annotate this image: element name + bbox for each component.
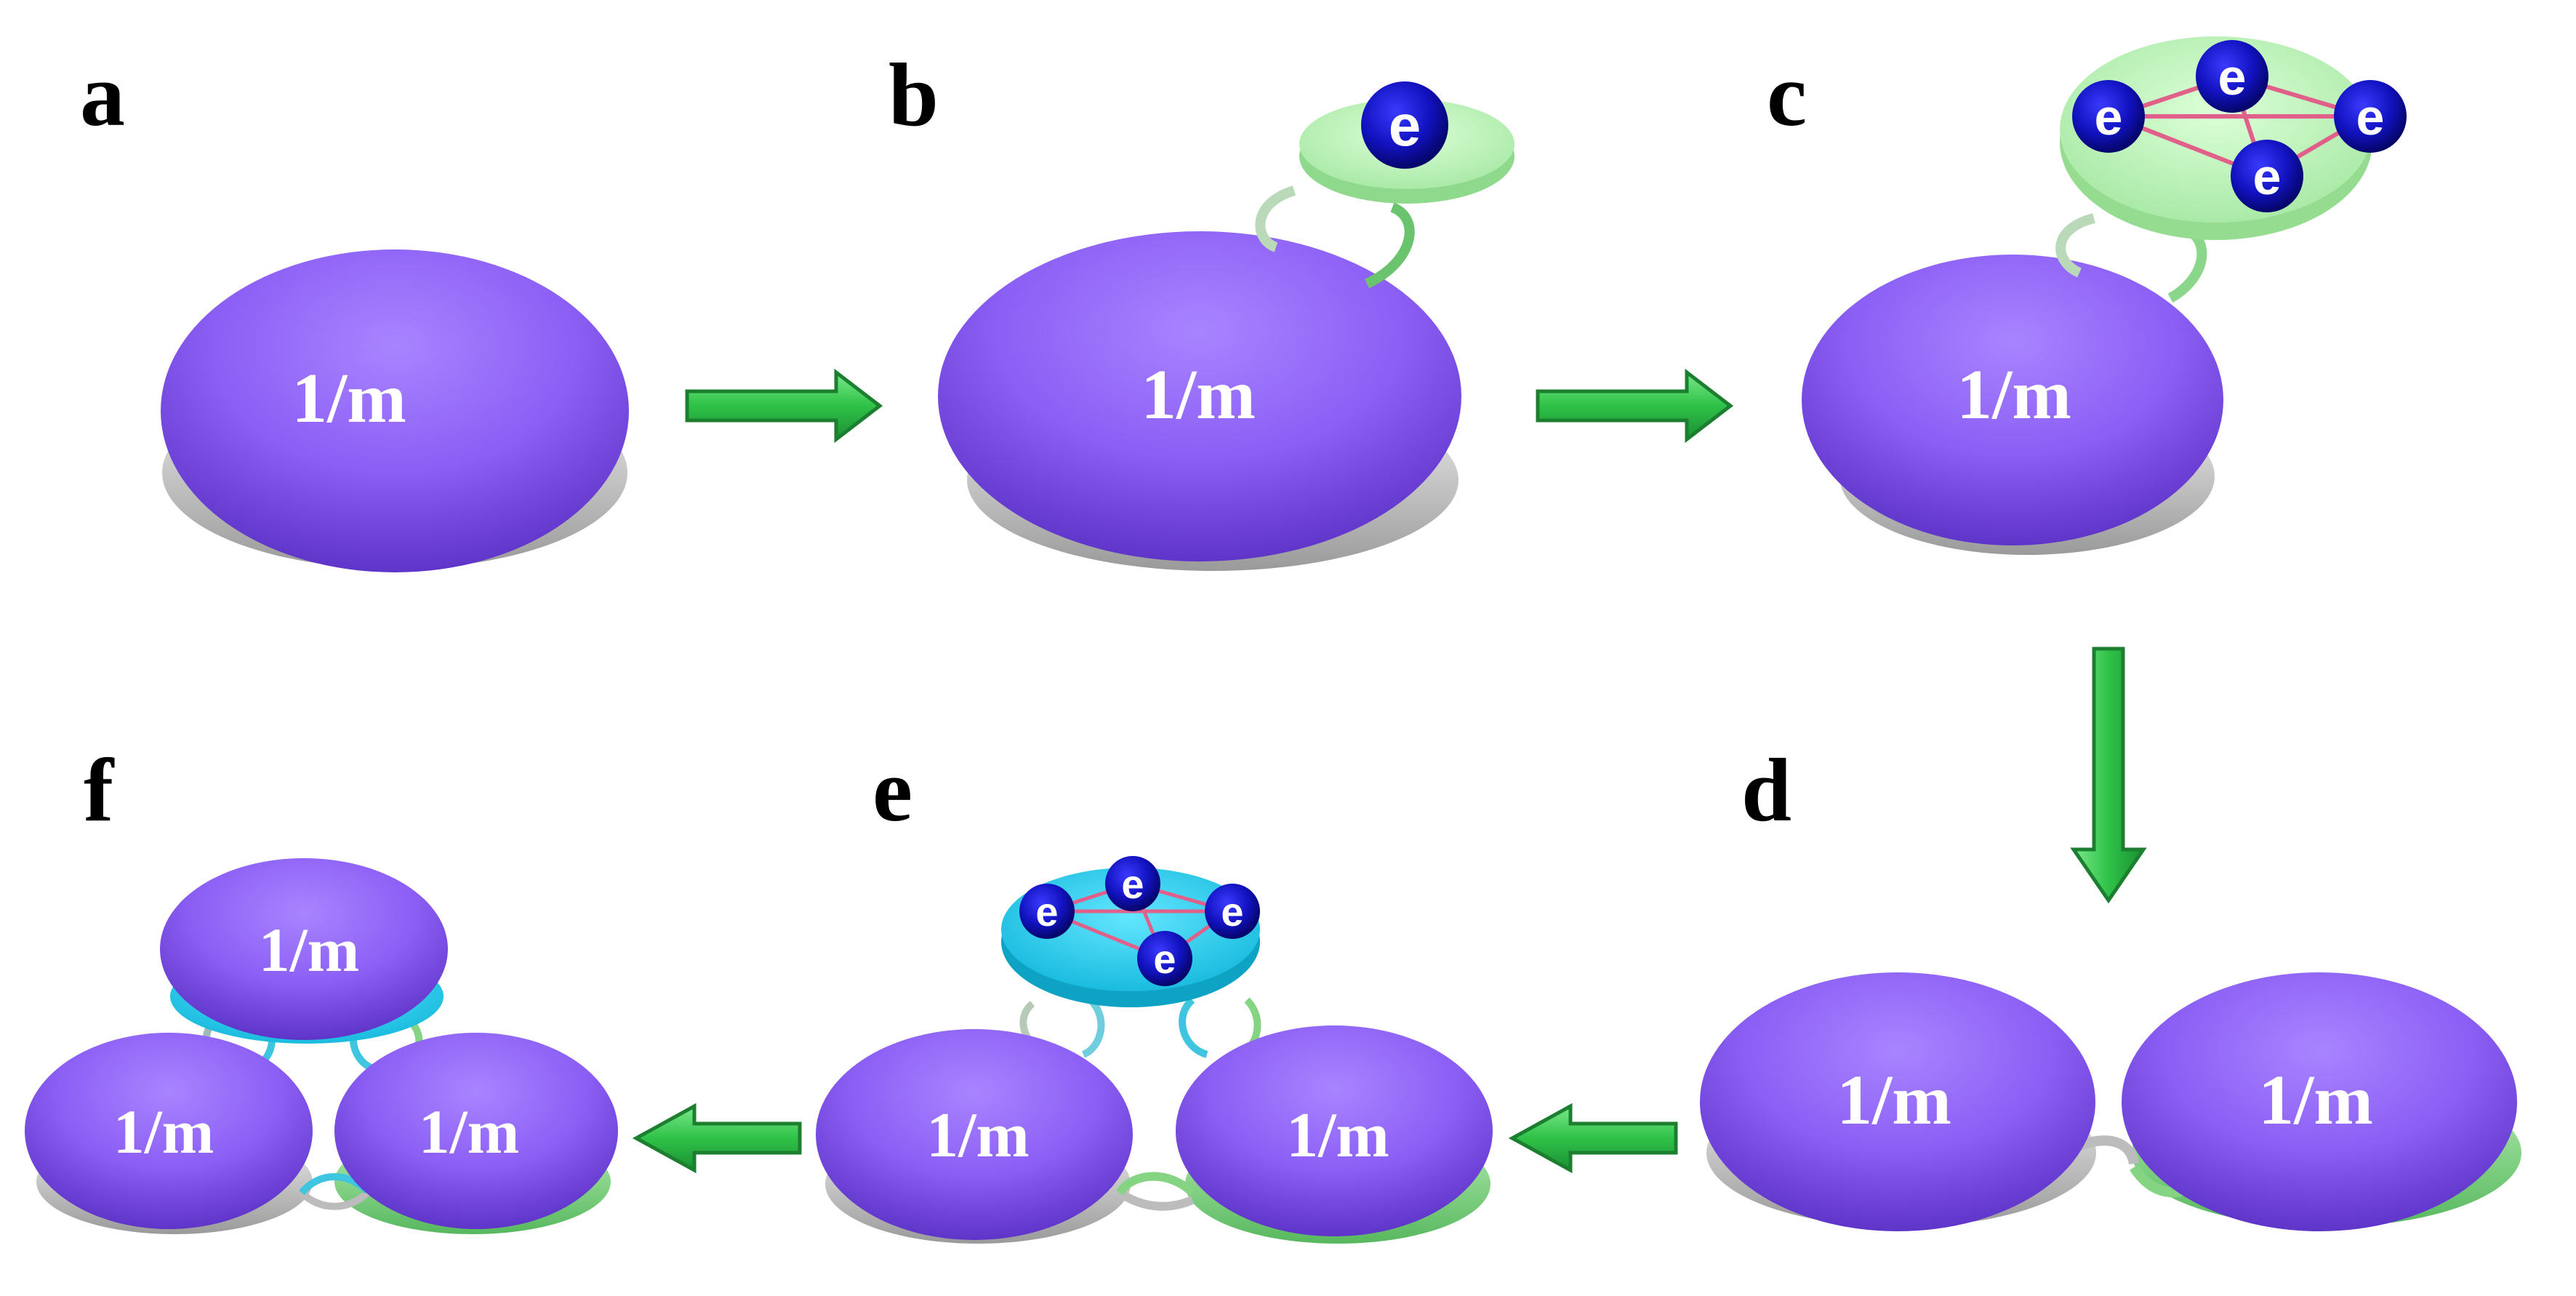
linker-ring [2167, 228, 2207, 303]
electron: e [1137, 931, 1192, 986]
disc-label: 1/m [1286, 1100, 1389, 1171]
panel-label-c: c [1767, 45, 1807, 145]
electron [1361, 81, 1448, 169]
arrow-c-to-d [2070, 647, 2147, 904]
panel-label-d: d [1741, 740, 1791, 840]
electron: e [2334, 80, 2407, 153]
electron-label: e [1121, 861, 1144, 907]
panel-a: 1/m [161, 249, 629, 572]
panel-f: 1/m 1/m 1/m [25, 858, 618, 1234]
linker-ring [299, 1190, 370, 1210]
electron-label: e [1035, 889, 1058, 935]
purple-disc [161, 249, 629, 572]
purple-disc [1176, 1025, 1493, 1236]
electron: e [1019, 884, 1075, 939]
disc-label: 1/m [926, 1100, 1030, 1171]
linker-ring [1255, 185, 1296, 252]
linker-ring [1081, 997, 1105, 1058]
arrow-d-to-e [1508, 1103, 1678, 1174]
electron: e [1105, 856, 1160, 911]
disc-label: 1/m [1141, 356, 1256, 434]
linker-ring [1117, 1188, 1195, 1211]
electron-label: e [2356, 89, 2385, 145]
arrow-e-to-f [632, 1103, 802, 1174]
disc-label: 1/m [1957, 356, 2071, 434]
purple-disc [160, 858, 448, 1040]
electron: e [2231, 140, 2303, 212]
electron-label: e [1389, 93, 1421, 158]
disc-label: 1/m [113, 1097, 214, 1167]
linker-ring [2055, 213, 2095, 278]
disc-label: 1/m [2258, 1061, 2373, 1140]
electron: e [2072, 80, 2145, 153]
electron-label: e [1221, 889, 1243, 935]
panel-e: 1/m 1/m e e e e [816, 856, 1493, 1244]
purple-disc [816, 1029, 1133, 1240]
electron: e [1205, 884, 1260, 939]
linker-ring [1179, 997, 1208, 1058]
electron-label: e [1153, 936, 1176, 982]
linker-ring [1364, 202, 1415, 289]
linker-ring [1116, 1172, 1196, 1196]
electron-label: e [2253, 148, 2282, 205]
panel-label-e: e [872, 740, 912, 840]
panel-d: 1/m 1/m [1700, 972, 2521, 1231]
disc-label: 1/m [259, 915, 360, 985]
purple-disc [1802, 255, 2223, 545]
panel-label-a: a [80, 45, 125, 145]
panel-label-f: f [84, 740, 115, 840]
panel-b: 1/m e [938, 81, 1514, 571]
electron-label: e [2218, 49, 2247, 105]
electron-label: e [2095, 89, 2123, 145]
purple-disc [334, 1033, 618, 1229]
disc-label: 1/m [1837, 1061, 1951, 1140]
purple-disc [938, 231, 1461, 561]
purple-disc [2122, 972, 2517, 1231]
panel-c: 1/m e e e e [1802, 36, 2407, 555]
purple-disc [1700, 972, 2095, 1231]
purple-disc [25, 1033, 313, 1229]
panel-label-b: b [888, 45, 939, 145]
arrow-a-to-b [685, 368, 883, 444]
disc-label: 1/m [292, 359, 406, 438]
disc-label: 1/m [419, 1097, 520, 1167]
electron: e [2196, 40, 2268, 113]
arrow-b-to-c [1536, 368, 1734, 444]
